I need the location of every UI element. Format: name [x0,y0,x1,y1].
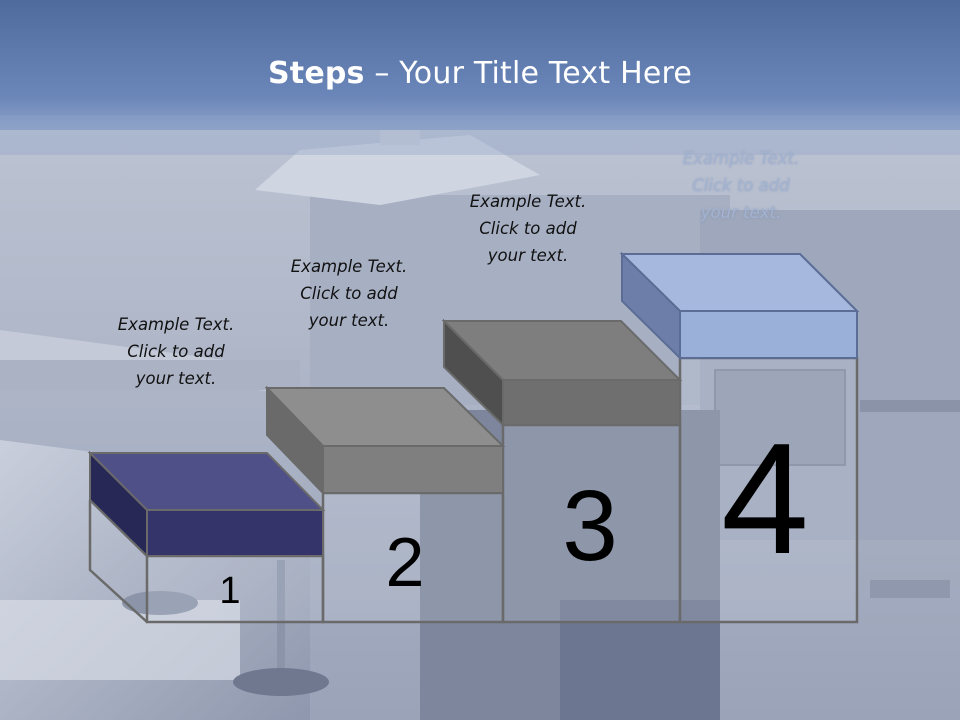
step-4-lid [619,251,860,361]
step-1-caption[interactable]: Example Text. Click to add your text. [91,311,261,392]
step-3-column [501,423,682,624]
caption-line: your text. [700,203,782,222]
caption-line: Example Text. [290,257,408,276]
step-2-lid [264,385,506,496]
step-1-front [145,554,325,624]
step-4-column [678,356,859,624]
caption-line: Click to add [692,176,790,195]
caption-line: Click to add [300,284,398,303]
step-3-number: 3 [562,470,618,582]
caption-line: Click to add [127,342,225,361]
step-1-column [88,500,148,623]
caption-line: Example Text. [117,315,235,334]
title-bold-text: Steps [267,56,365,91]
step-2-caption[interactable]: Example Text. Click to add your text. [264,253,434,334]
caption-line: Click to add [479,219,577,238]
step-1-lid [87,450,326,559]
caption-line: your text. [487,246,569,265]
step-4-number: 4 [721,411,809,587]
step-2-number: 2 [385,523,425,601]
step-3-lid [441,318,683,428]
caption-line: Example Text. [682,149,800,168]
caption-line: your text. [135,369,217,388]
slide-title[interactable]: Steps – Your Title Text Here [0,56,960,91]
caption-line: your text. [308,311,390,330]
title-rest-text: – Your Title Text Here [364,56,693,91]
step-3-caption[interactable]: Example Text. Click to add your text. [443,188,613,269]
caption-line: Example Text. [469,192,587,211]
step-1-number: 1 [219,570,241,612]
step-4-caption[interactable]: Example Text. Click to add your text. [656,145,826,226]
